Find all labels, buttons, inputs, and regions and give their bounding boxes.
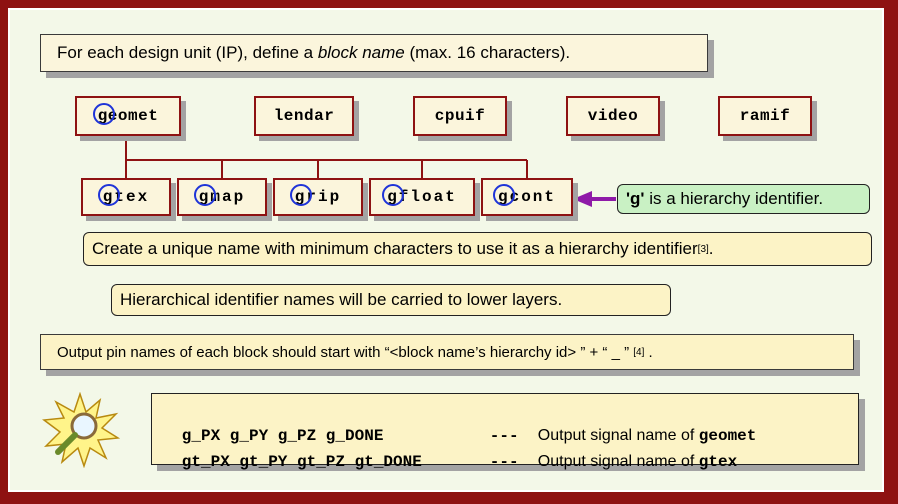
output-rule-box: Output pin names of each block should st… xyxy=(40,334,854,370)
hierarchy-id-marker: g xyxy=(493,184,515,206)
signal-names: gt_PX gt_PY gt_PZ gt_DONE xyxy=(181,453,422,471)
signal-block: gtex xyxy=(698,453,738,471)
note-unique-tail: . xyxy=(708,239,714,258)
block-video: video xyxy=(566,96,660,136)
intro-box: For each design unit (IP), define a bloc… xyxy=(40,34,708,72)
block-lendar: lendar xyxy=(254,96,354,136)
note-unique-text: Create a unique name with minimum charac… xyxy=(92,239,698,258)
block-cpuif: cpuif xyxy=(413,96,507,136)
block-ramif: ramif xyxy=(718,96,812,136)
hierarchy-id-marker: g xyxy=(193,184,216,206)
hierarchy-identifier-callout: 'g' is a hierarchy identifier. xyxy=(617,184,870,214)
output-rule-text: Output pin names of each block should st… xyxy=(57,343,634,361)
hierarchy-id-marker: g xyxy=(92,103,115,125)
block-label: cpuif xyxy=(434,107,486,125)
block-label: eomet xyxy=(107,107,159,125)
carried-note: Hierarchical identifier names will be ca… xyxy=(111,284,671,316)
block-label: cont xyxy=(509,188,556,206)
hierarchy-id-marker: g xyxy=(382,184,404,206)
signal-desc: Output signal name of xyxy=(537,427,699,444)
block-label: tex xyxy=(114,188,150,206)
signal-names: g_PX g_PY g_PZ g_DONE xyxy=(181,427,384,445)
intro-text-italic: block name xyxy=(317,43,405,62)
signal-desc: Output signal name of xyxy=(537,453,699,470)
magnifier-starburst-icon xyxy=(42,392,120,468)
block-label: lendar xyxy=(273,107,335,125)
callout-quoted: 'g' xyxy=(626,189,645,208)
hierarchy-id-marker: g xyxy=(289,184,312,206)
output-rule-tail: . xyxy=(644,343,653,361)
unique-name-note: Create a unique name with minimum charac… xyxy=(83,232,872,266)
signal-row: g_PX g_PY g_PZ g_DONE --- Output signal na… xyxy=(164,409,757,463)
note-carried-text: Hierarchical identifier names will be ca… xyxy=(120,290,563,309)
block-label: map xyxy=(210,188,246,206)
intro-text-before: For each design unit (IP), define a xyxy=(57,43,318,62)
signal-separator: --- xyxy=(489,453,519,471)
block-label: rip xyxy=(306,188,342,206)
block-label: ramif xyxy=(739,107,791,125)
intro-text-after: (max. 16 characters). xyxy=(404,43,571,62)
hierarchy-id-marker: g xyxy=(97,184,120,206)
signal-separator: --- xyxy=(489,427,519,445)
signal-block: geomet xyxy=(698,427,757,445)
signal-naming-examples: g_PX g_PY g_PZ g_DONE --- Output signal na… xyxy=(151,393,859,471)
block-label: video xyxy=(587,107,639,125)
signal-row: gt_PX gt_PY gt_PZ gt_DONE --- Output signa… xyxy=(164,435,737,489)
note-unique-ref: [3] xyxy=(697,243,709,255)
block-label: float xyxy=(398,188,457,206)
output-rule-ref: [4] xyxy=(633,346,645,358)
callout-text: is a hierarchy identifier. xyxy=(644,189,824,208)
